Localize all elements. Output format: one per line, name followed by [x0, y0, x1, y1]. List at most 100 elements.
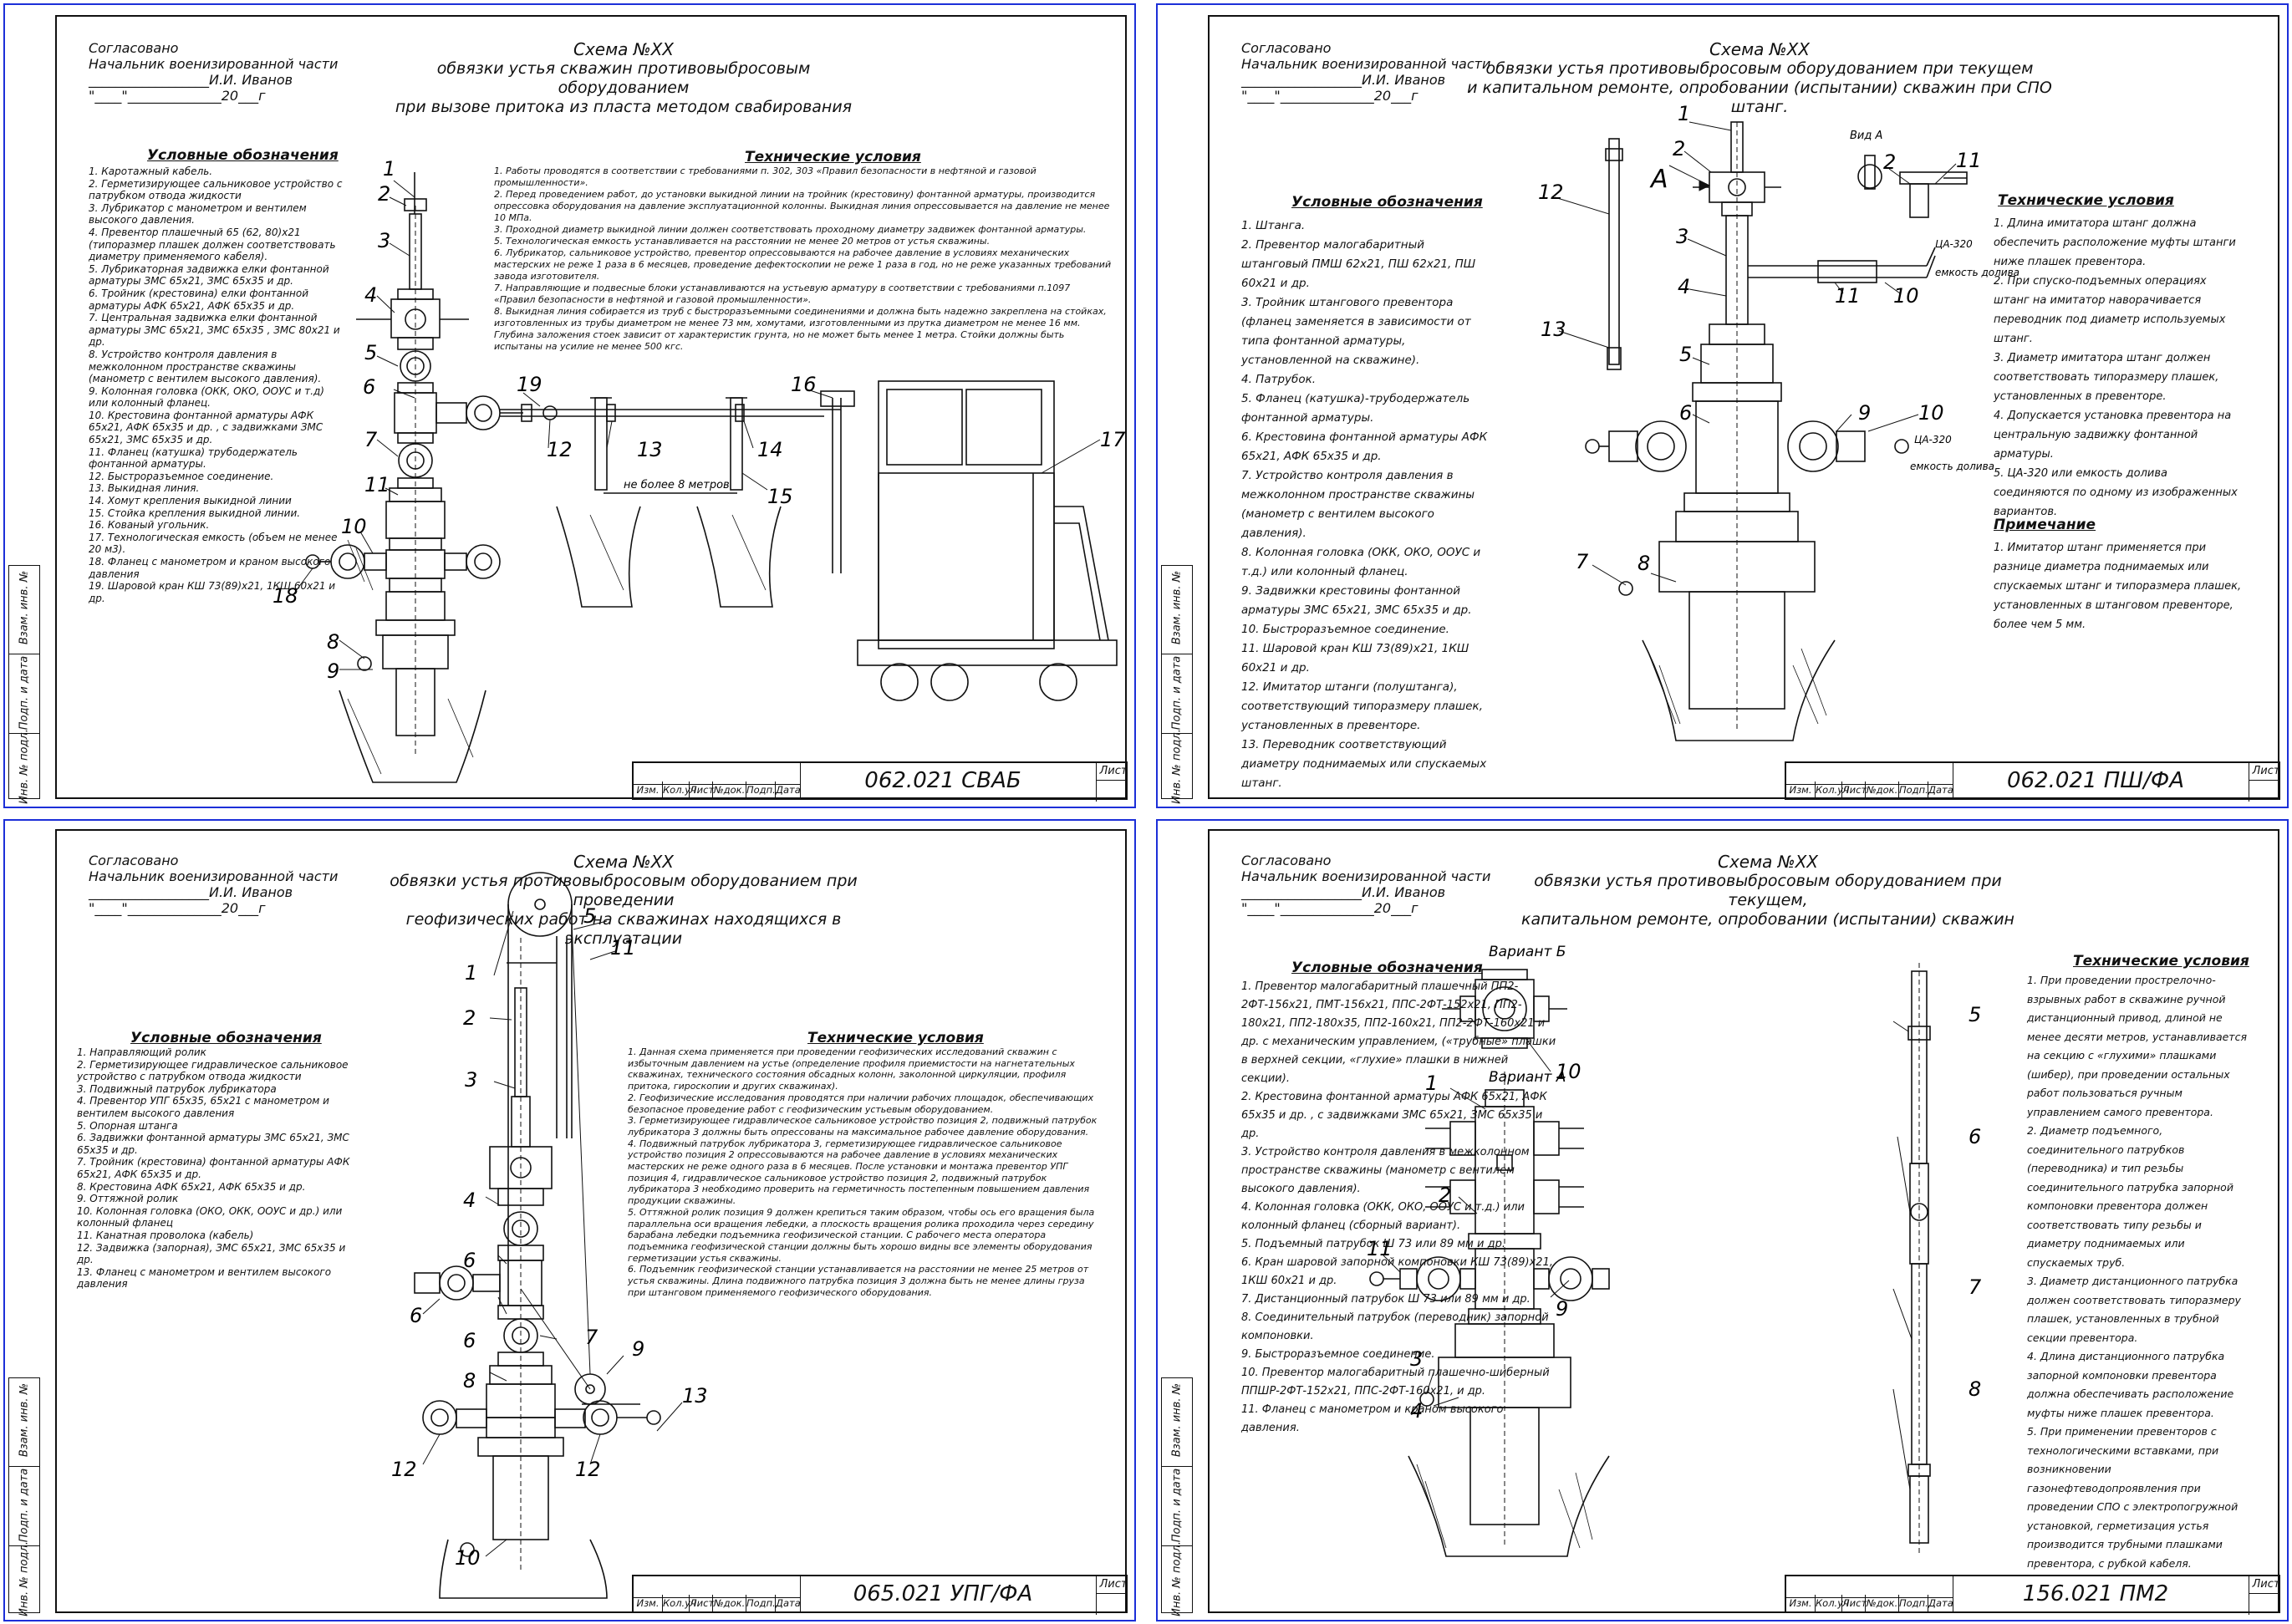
- svg-text:8: 8: [463, 1369, 476, 1392]
- sheet-title: Схема №XX обвязки устья противовыбросовы…: [1467, 39, 2052, 117]
- side-stamp: Инв. № подл. Подп. и дата Взам. инв. №: [1161, 1377, 1193, 1616]
- callout-14: 14: [757, 438, 783, 461]
- drawing-frame: [55, 15, 1127, 799]
- svg-text:7: 7: [1576, 550, 1589, 573]
- approval-block: Согласовано Начальник военизированной ча…: [89, 40, 339, 104]
- sheet-4: Инв. № подл. Подп. и дата Взам. инв. № С…: [1156, 819, 2289, 1621]
- geophysics-wellhead-drawing: 1 2 3 4 5 11 6 6 6 7 8 9 13 12 12 10: [391, 872, 708, 1599]
- callout-16: 16: [791, 373, 817, 396]
- title-block: Изм. Кол.уч Лист №док. Подп. Дата 062.02…: [632, 761, 1128, 802]
- callout-19: 19: [517, 373, 542, 396]
- note-text: 1. Имитатор штанг применяется при разниц…: [1994, 542, 2242, 631]
- svg-text:4: 4: [1678, 275, 1690, 298]
- sheet-title: Схема №XX обвязки устья скважин противов…: [395, 39, 853, 117]
- svg-text:8: 8: [1969, 1377, 1981, 1401]
- sheet-3: Инв. № подл. Подп. и дата Взам. инв. № С…: [3, 819, 1136, 1621]
- svg-text:1: 1: [465, 961, 477, 985]
- callout-8: 8: [327, 630, 339, 654]
- callout-10: 10: [341, 515, 367, 538]
- callout-3: 3: [378, 229, 390, 252]
- bop-wellhead-drawing: 1 2 3 4 5 6 7 8 9 10 11 Вариант Б Вариан…: [1367, 944, 1982, 1557]
- title-block: Изм. Кол.уч Лист №док. Подп. Дата 062.02…: [1785, 761, 2280, 802]
- svg-text:5: 5: [1679, 343, 1692, 366]
- legend-list: 1. Штанга.2. Превентор малогабаритный шт…: [1241, 219, 1488, 790]
- svg-text:11: 11: [1956, 149, 1982, 172]
- svg-text:12: 12: [1538, 181, 1564, 204]
- callout-7: 7: [364, 428, 378, 451]
- legend-heading: Условные обозначения: [1291, 960, 1483, 976]
- dimension-label: не более 8 метров: [624, 479, 730, 491]
- svg-text:3: 3: [465, 1068, 477, 1092]
- svg-text:5: 5: [583, 904, 596, 928]
- svg-text:8: 8: [1638, 552, 1650, 575]
- callout-1: 1: [383, 157, 395, 181]
- tech-conditions: 1. При проведении прострелочно-взрывных …: [2027, 974, 2247, 1570]
- legend-heading: Условные обозначения: [130, 1030, 322, 1046]
- svg-text:2: 2: [1883, 150, 1896, 174]
- callout-2: 2: [378, 182, 390, 206]
- ca-label-top: ЦА-320: [1935, 238, 1973, 250]
- sheet-1: Инв. № подл. Подп. и дата Взам. инв. № С…: [3, 3, 1136, 808]
- drawing-frame: [1208, 829, 2279, 1613]
- svg-text:13: 13: [1541, 318, 1566, 341]
- svg-text:10: 10: [1556, 1060, 1581, 1083]
- title-block: Изм. Кол.уч Лист №док. Подп. Дата 156.02…: [1785, 1575, 2280, 1615]
- svg-text:3: 3: [1676, 225, 1688, 248]
- arrow-label: А: [1649, 165, 1668, 194]
- svg-text:11: 11: [610, 936, 636, 960]
- tech-conditions: 1. Длина имитатора штанг должна обеспечи…: [1994, 217, 2238, 518]
- svg-text:6: 6: [1969, 1125, 1981, 1148]
- variant-a-label: Вариант А: [1489, 1069, 1566, 1086]
- drawing-code: 065.021 УПГ/ФА: [853, 1581, 1033, 1606]
- svg-text:7: 7: [585, 1326, 598, 1349]
- tech-heading: Технические условия: [807, 1030, 984, 1046]
- tech-conditions: 1. Данная схема применяется при проведен…: [628, 1046, 1098, 1298]
- callout-13: 13: [637, 438, 663, 461]
- rod-bop-drawing: 1 2 3 4 5 6 7 8 9 10 11 10 12 13 2 11 А …: [1538, 102, 2020, 741]
- ca-label-bottom: ЦА-320: [1914, 434, 1952, 445]
- legend-list: 1. Каротажный кабель.2. Герметизирующее …: [89, 165, 343, 604]
- svg-text:4: 4: [463, 1189, 476, 1212]
- callout-11: 11: [364, 473, 390, 496]
- side-stamp: Инв. № подл. Подп. и дата Взам. инв. №: [8, 565, 40, 804]
- svg-text:1: 1: [1425, 1072, 1438, 1095]
- callout-4: 4: [364, 283, 377, 307]
- callout-5: 5: [364, 341, 377, 364]
- sheet-label: Лист: [1099, 765, 1128, 777]
- drawing-frame: [1208, 15, 2279, 799]
- svg-text:2: 2: [1439, 1184, 1451, 1207]
- side-stamp: Инв. № подл. Подп. и дата Взам. инв. №: [1161, 565, 1193, 804]
- svg-text:5: 5: [1969, 1003, 1981, 1026]
- callout-18: 18: [272, 584, 298, 608]
- drawing-code: 062.021 СВАБ: [864, 768, 1021, 793]
- tech-heading: Технические условия: [745, 149, 921, 165]
- callout-12: 12: [547, 438, 573, 461]
- svg-text:9: 9: [632, 1337, 644, 1361]
- tech-conditions: 1. Работы проводятся в соответствии с тр…: [494, 165, 1112, 352]
- swab-wellhead-drawing: 1 2 3 4 5 6 7 8 9 10 11 18 19 12 13 14 1…: [272, 157, 1126, 783]
- view-label: Вид А: [1850, 130, 1882, 142]
- title-block: Изм. Кол.уч Лист №док. Подп. Дата 065.02…: [632, 1575, 1128, 1615]
- svg-text:13: 13: [682, 1384, 708, 1408]
- svg-text:2: 2: [1673, 137, 1685, 160]
- legend-heading: Условные обозначения: [147, 147, 339, 164]
- callout-9: 9: [327, 659, 339, 683]
- tank-label-top: емкость долива: [1935, 267, 2020, 278]
- side-stamp: Инв. № подл. Подп. и дата Взам. инв. №: [8, 1377, 40, 1616]
- svg-text:3: 3: [1410, 1347, 1423, 1371]
- tank-label-bottom: емкость долива: [1910, 461, 1994, 472]
- svg-text:10: 10: [455, 1546, 481, 1570]
- tech-heading: Технические условия: [1998, 192, 2174, 209]
- callout-17: 17: [1100, 428, 1126, 451]
- svg-text:7: 7: [1969, 1275, 1982, 1299]
- drawing-frame: [55, 829, 1127, 1613]
- svg-text:1: 1: [1678, 102, 1690, 125]
- svg-text:6: 6: [463, 1329, 476, 1352]
- svg-text:12: 12: [575, 1458, 601, 1481]
- tech-heading: Технические условия: [2073, 953, 2249, 970]
- drawing-code: 156.021 ПМ2: [2022, 1581, 2169, 1606]
